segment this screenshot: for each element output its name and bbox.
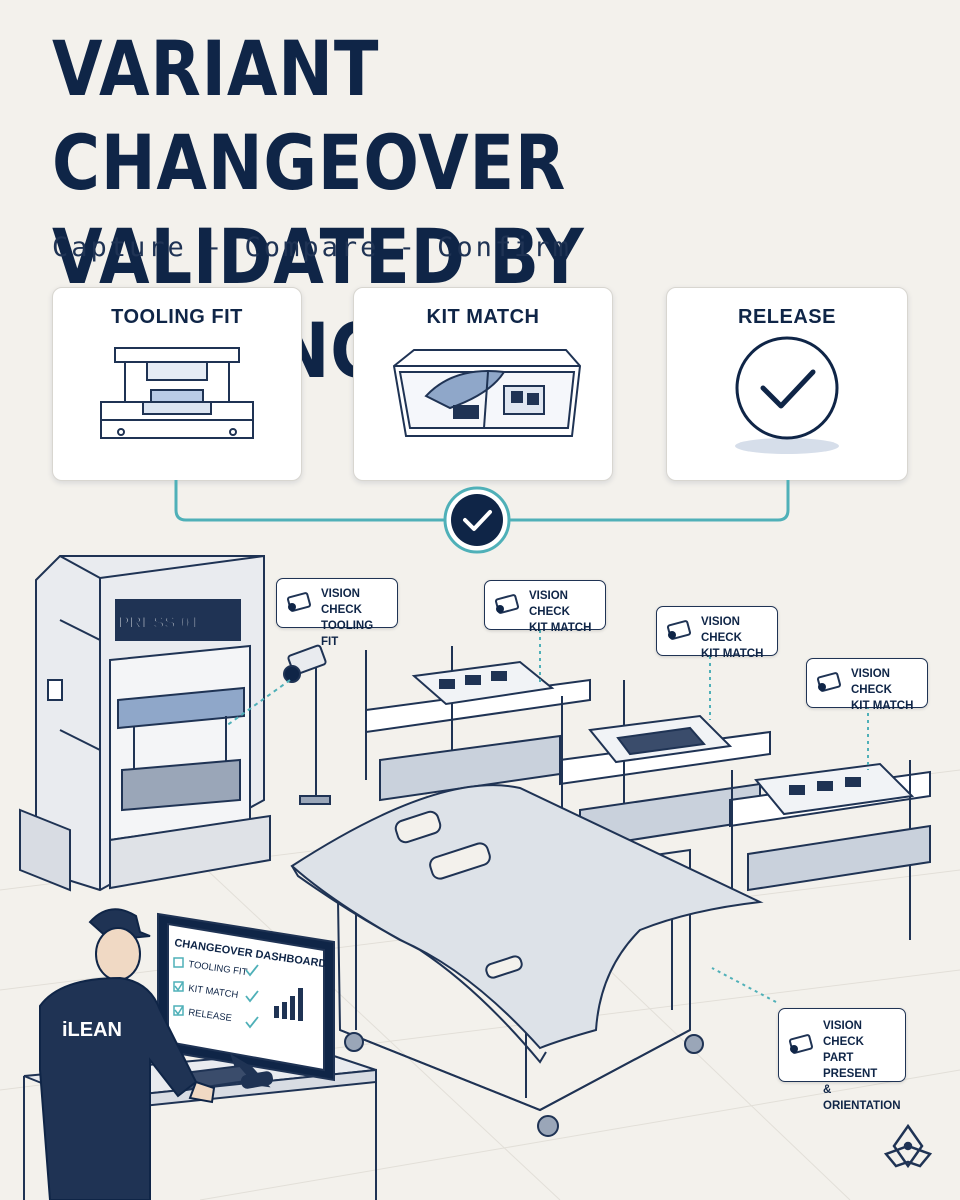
callout-tooling-fit: VISION CHECK TOOLING FIT — [276, 578, 398, 648]
camera-tooling — [225, 644, 331, 805]
step-card-tooling-fit: TOOLING FIT — [52, 287, 302, 481]
dashboard-checkbox — [173, 981, 184, 992]
callout-title: VISION CHECK — [529, 590, 570, 618]
press-tooling-icon — [100, 347, 254, 439]
callout-kit-match-2: VISION CHECK KIT MATCH — [656, 606, 778, 660]
callout-title: VISION CHECK — [321, 588, 362, 616]
callout-kit-match-3: VISION CHECK KIT MATCH — [806, 658, 928, 712]
check-circle-icon — [735, 336, 839, 454]
callout-title: VISION CHECK — [851, 668, 892, 696]
step-card-release: RELEASE — [666, 287, 908, 481]
callout-detail: PART PRESENT — [823, 1052, 878, 1080]
kit-racks — [365, 646, 931, 940]
title-line-1: VARIANT CHANGEOVER — [52, 24, 567, 207]
callout-detail-2: & ORIENTATION — [823, 1084, 901, 1112]
camera-icon — [666, 620, 692, 640]
dashboard-checkbox — [173, 957, 184, 968]
callout-title: VISION CHECK — [701, 616, 742, 644]
callout-title: VISION CHECK — [823, 1020, 864, 1048]
flow-check-icon — [443, 486, 511, 554]
callout-detail: KIT MATCH — [851, 700, 914, 712]
press-machine: PRESS 01 — [19, 555, 271, 892]
camera-icon — [494, 594, 520, 614]
callout-detail: TOOLING FIT — [321, 620, 374, 648]
callout-detail: KIT MATCH — [701, 648, 764, 660]
kit-bin-icon — [392, 349, 582, 437]
subtitle: Capture - Compare - Confirm — [52, 232, 572, 263]
dashboard-check-marks — [245, 964, 259, 1029]
callout-part-orientation: VISION CHECK PART PRESENT & ORIENTATION — [778, 1008, 906, 1112]
sensor-leads — [539, 630, 869, 1003]
factory-scene: PRESS 01 — [0, 480, 960, 1200]
operator: iLEAN — [39, 908, 216, 1200]
camera-icon — [816, 672, 842, 692]
callout-detail: KIT MATCH — [529, 622, 592, 634]
step-label: RELEASE — [738, 306, 836, 328]
brand-logo-icon — [883, 1123, 933, 1169]
step-card-kit-match: KIT MATCH — [353, 287, 613, 481]
camera-icon — [788, 1034, 814, 1054]
dashboard-bar-chart-icon — [274, 988, 303, 1021]
camera-icon — [286, 592, 312, 612]
callout-kit-match-1: VISION CHECK KIT MATCH — [484, 580, 606, 634]
headliner-part — [290, 784, 764, 1064]
press-label: PRESS 01 — [118, 613, 199, 632]
step-label: TOOLING FIT — [111, 306, 243, 328]
operator-shirt-logo: iLEAN — [62, 1019, 122, 1041]
dashboard-checkbox — [173, 1005, 184, 1016]
step-label: KIT MATCH — [426, 306, 540, 328]
